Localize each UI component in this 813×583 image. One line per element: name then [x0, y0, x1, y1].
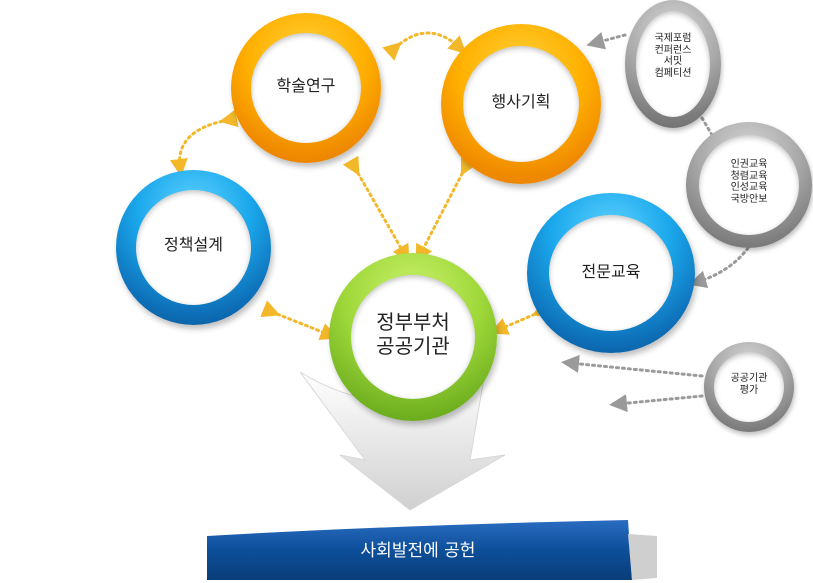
- node-label: 공공기관 평가: [730, 373, 768, 396]
- arrow-gray-education: [688, 246, 750, 289]
- node-specialized-education: 전문교육: [527, 193, 695, 353]
- arrow-education-center: [489, 300, 552, 335]
- arrow-gray-eval-2: [609, 394, 704, 413]
- banner-label: 사회발전에 공헌: [360, 541, 476, 561]
- arrow-event-center: [415, 155, 478, 263]
- arrow-gray-eval-1: [561, 354, 704, 378]
- node-policy-design: 정책설계: [116, 170, 271, 325]
- node-label: 인권교육 청렴교육 인성교육 국방안보: [730, 159, 768, 205]
- node-label: 정부부처 공공기관: [376, 310, 450, 358]
- banner-shadow: [628, 534, 657, 580]
- arrow-research-event: [382, 31, 467, 61]
- node-event-planning: 행사기획: [441, 24, 601, 184]
- node-label: 정책설계: [164, 235, 223, 254]
- node-label: 전문교육: [581, 262, 641, 281]
- node-gray-events: 국제포럼 컨퍼런스 서밋 컴페티션: [625, 0, 721, 128]
- banner-shape: [207, 520, 632, 580]
- node-academic-research: 학술연구: [231, 13, 381, 163]
- arrow-policy-center: [260, 300, 339, 341]
- arrow-research-center: [342, 155, 410, 263]
- node-label: 행사기획: [491, 92, 551, 111]
- node-government-agencies: 정부부처 공공기관: [329, 253, 497, 421]
- node-label: 학술연구: [276, 76, 336, 95]
- arrow-research-policy: [169, 109, 239, 177]
- node-gray-evaluation: 공공기관 평가: [704, 342, 794, 432]
- node-label: 국제포럼 컨퍼런스 서밋 컴페티션: [654, 33, 692, 79]
- node-gray-education: 인권교육 청렴교육 인성교육 국방안보: [686, 122, 812, 248]
- arrow-gray-events: [586, 31, 627, 50]
